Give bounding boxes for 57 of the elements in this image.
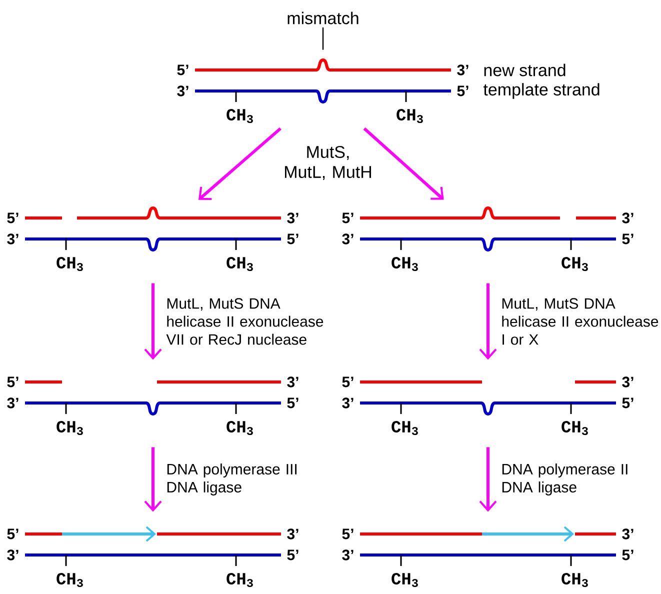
methyl-label: CH$_{3}$ [562,256,588,272]
strand-end-label: 5’ [457,86,468,96]
strand-end-label: 3’ [342,550,354,560]
strand-end-label: 3’ [7,234,18,244]
arrow [144,283,162,360]
caption-text: mismatch [288,12,358,24]
strand-end-label: 5’ [622,398,634,408]
methyl-label: CH$_{3}$ [56,572,83,588]
arrow [198,127,282,200]
methyl-label: CH$_{3}$ [392,420,418,436]
strand-end-label: 5’ [177,64,188,76]
arrow [479,283,497,360]
edge-label: DNA polymerase III DNA ligase [167,464,296,496]
strand-end-label: 3’ [287,528,298,540]
methyl-label: CH$_{3}$ [392,256,418,272]
strand-end-label: 3’ [7,550,18,560]
arrow [363,127,444,200]
methyl-label: CH$_{3}$ [562,572,588,588]
methyl-label: CH$_{3}$ [392,572,418,588]
methyl-label: CH$_{3}$ [226,256,253,272]
step-label: MutS, MutL, MutH [285,146,371,180]
strand-end-label: 5’ [342,528,354,540]
strand-end-label: 5’ [622,234,634,244]
strand-end-label: 3’ [457,64,468,76]
arrow [144,447,162,512]
methyl-label: CH$_{3}$ [56,420,83,436]
strand-end-label: 5’ [287,398,298,408]
strand-end-label: 5’ [7,376,18,388]
strand-name: template strand [483,83,600,99]
methyl-label: CH$_{3}$ [562,420,588,436]
strand-end-label: 3’ [7,398,18,408]
strand-end-label: 3’ [287,376,298,388]
methyl-label: CH$_{3}$ [226,420,253,436]
strand-end-label: 3’ [622,376,634,388]
strand-end-label: 5’ [7,212,18,224]
arrow [479,447,497,512]
strand-end-label: 3’ [622,212,634,224]
strand-end-label: 3’ [177,86,188,96]
strand-end-label: 3’ [287,212,298,224]
edge-label: MutL, MutS DNA helicase II exonuclease VII or RecJ nuclease [166,298,324,345]
strand-end-label: 3’ [342,234,354,244]
methyl-label: CH$_{3}$ [226,108,253,124]
strand-end-label: 5’ [287,234,298,244]
edge-label: DNA polymerase II DNA ligase [502,464,628,496]
strand-end-label: 5’ [287,550,298,560]
strand-end-label: 5’ [342,212,354,224]
strand-end-label: 5’ [7,528,18,540]
edge-label: MutL, MutS DNA helicase II exonuclease I or X [502,298,658,345]
methyl-label: CH$_{3}$ [56,256,83,272]
strand-end-label: 5’ [622,550,634,560]
methyl-label: CH$_{3}$ [396,108,423,124]
strand-end-label: 3’ [622,528,634,540]
methyl-label: CH$_{3}$ [226,572,253,588]
strand-end-label: 3’ [342,398,354,408]
strand-name: new strand [484,64,566,76]
leader-line [322,27,324,50]
strand-end-label: 5’ [342,376,354,388]
